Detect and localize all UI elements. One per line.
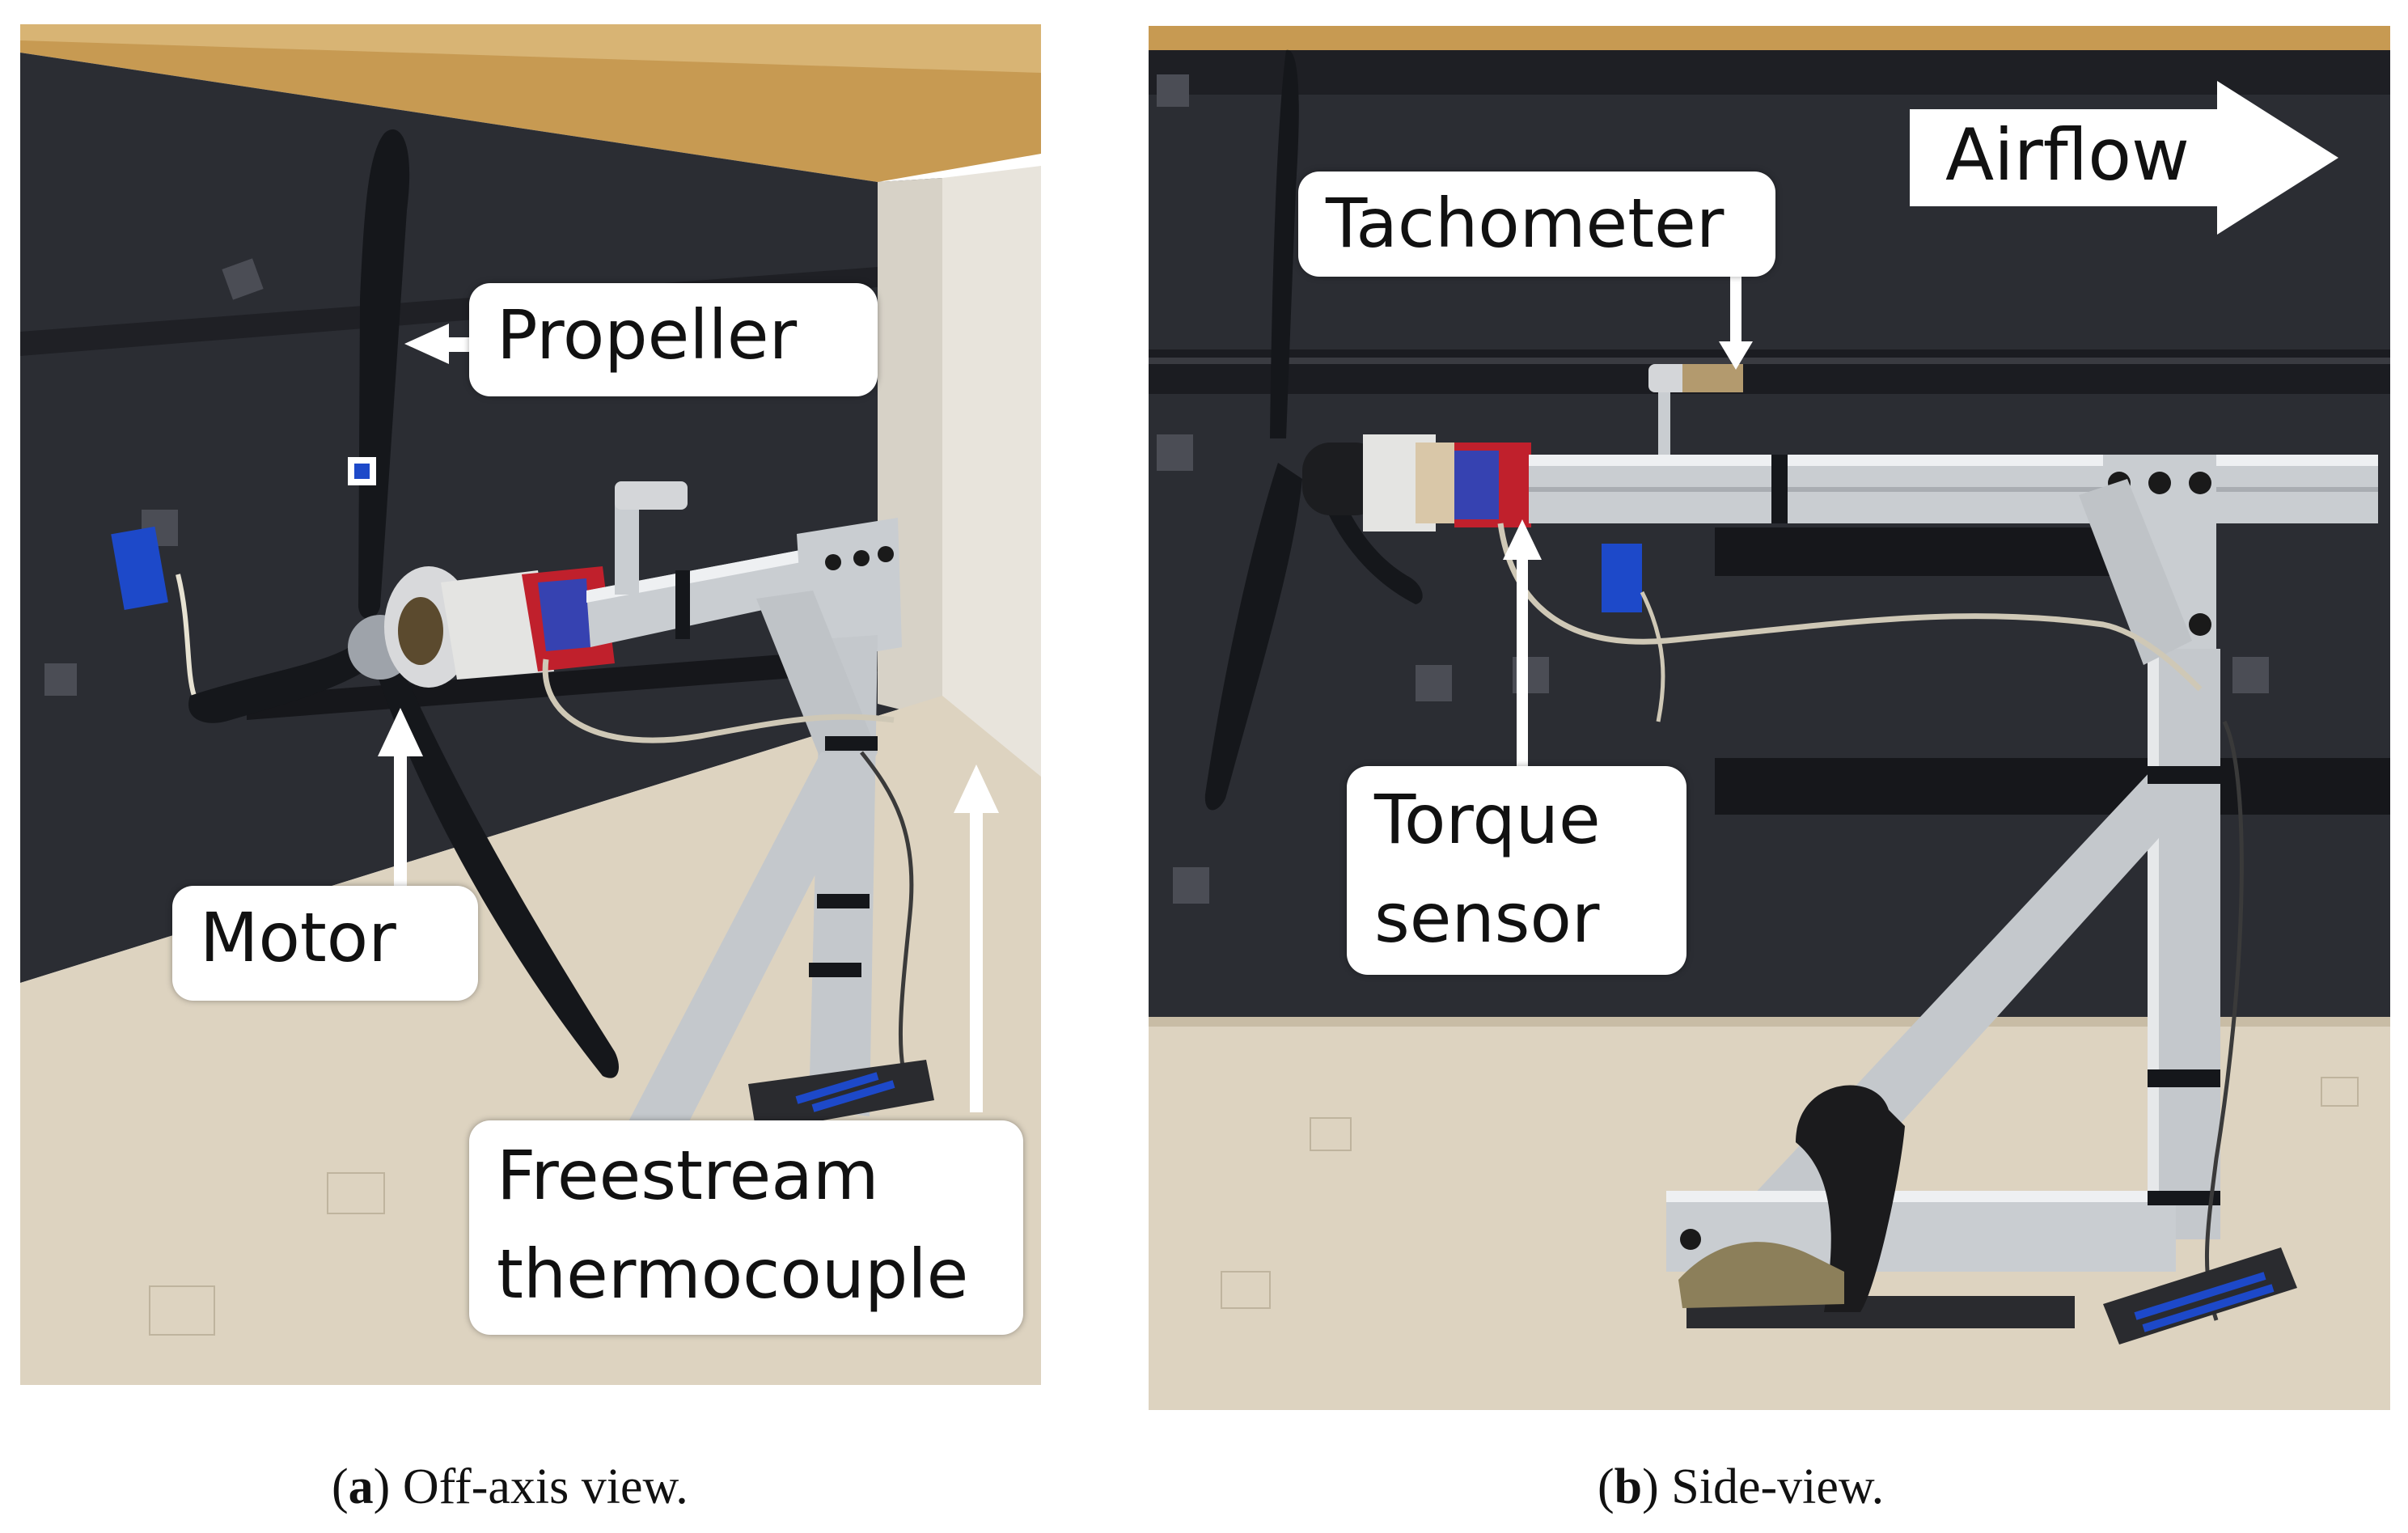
caption-a: (a) Off-axis view. xyxy=(332,1459,688,1514)
freestream-thermocouple-line1: Freestream xyxy=(497,1136,879,1215)
photo-side-view: Airflow Tachometer Torque sensor xyxy=(1149,26,2390,1410)
caption-b-text: Side-view. xyxy=(1671,1459,1885,1514)
propeller-label: Propeller xyxy=(469,283,878,396)
airflow-label: Airflow xyxy=(1945,113,2190,197)
caption-a-letter: a xyxy=(348,1459,374,1514)
caption-b-letter: b xyxy=(1614,1459,1643,1514)
freestream-thermocouple-line2: thermocouple xyxy=(497,1234,969,1314)
torque-sensor-label: Torque sensor xyxy=(1347,766,1686,975)
airflow-arrow-icon xyxy=(1910,81,2338,235)
airflow-arrow: Airflow xyxy=(1910,81,2338,235)
torque-sensor-line1: Torque xyxy=(1374,780,1601,859)
torque-sensor-line2: sensor xyxy=(1374,878,1600,958)
caption-a-text: Off-axis view. xyxy=(402,1459,688,1514)
motor-label: Motor xyxy=(172,886,478,1001)
caption-b: (b) Side-view. xyxy=(1598,1459,1885,1514)
tachometer-label: Tachometer xyxy=(1298,172,1775,277)
photo-off-axis-view: Propeller Motor Freestream thermocouple xyxy=(20,24,1041,1385)
freestream-thermocouple-label: Freestream thermocouple xyxy=(469,1120,1023,1335)
